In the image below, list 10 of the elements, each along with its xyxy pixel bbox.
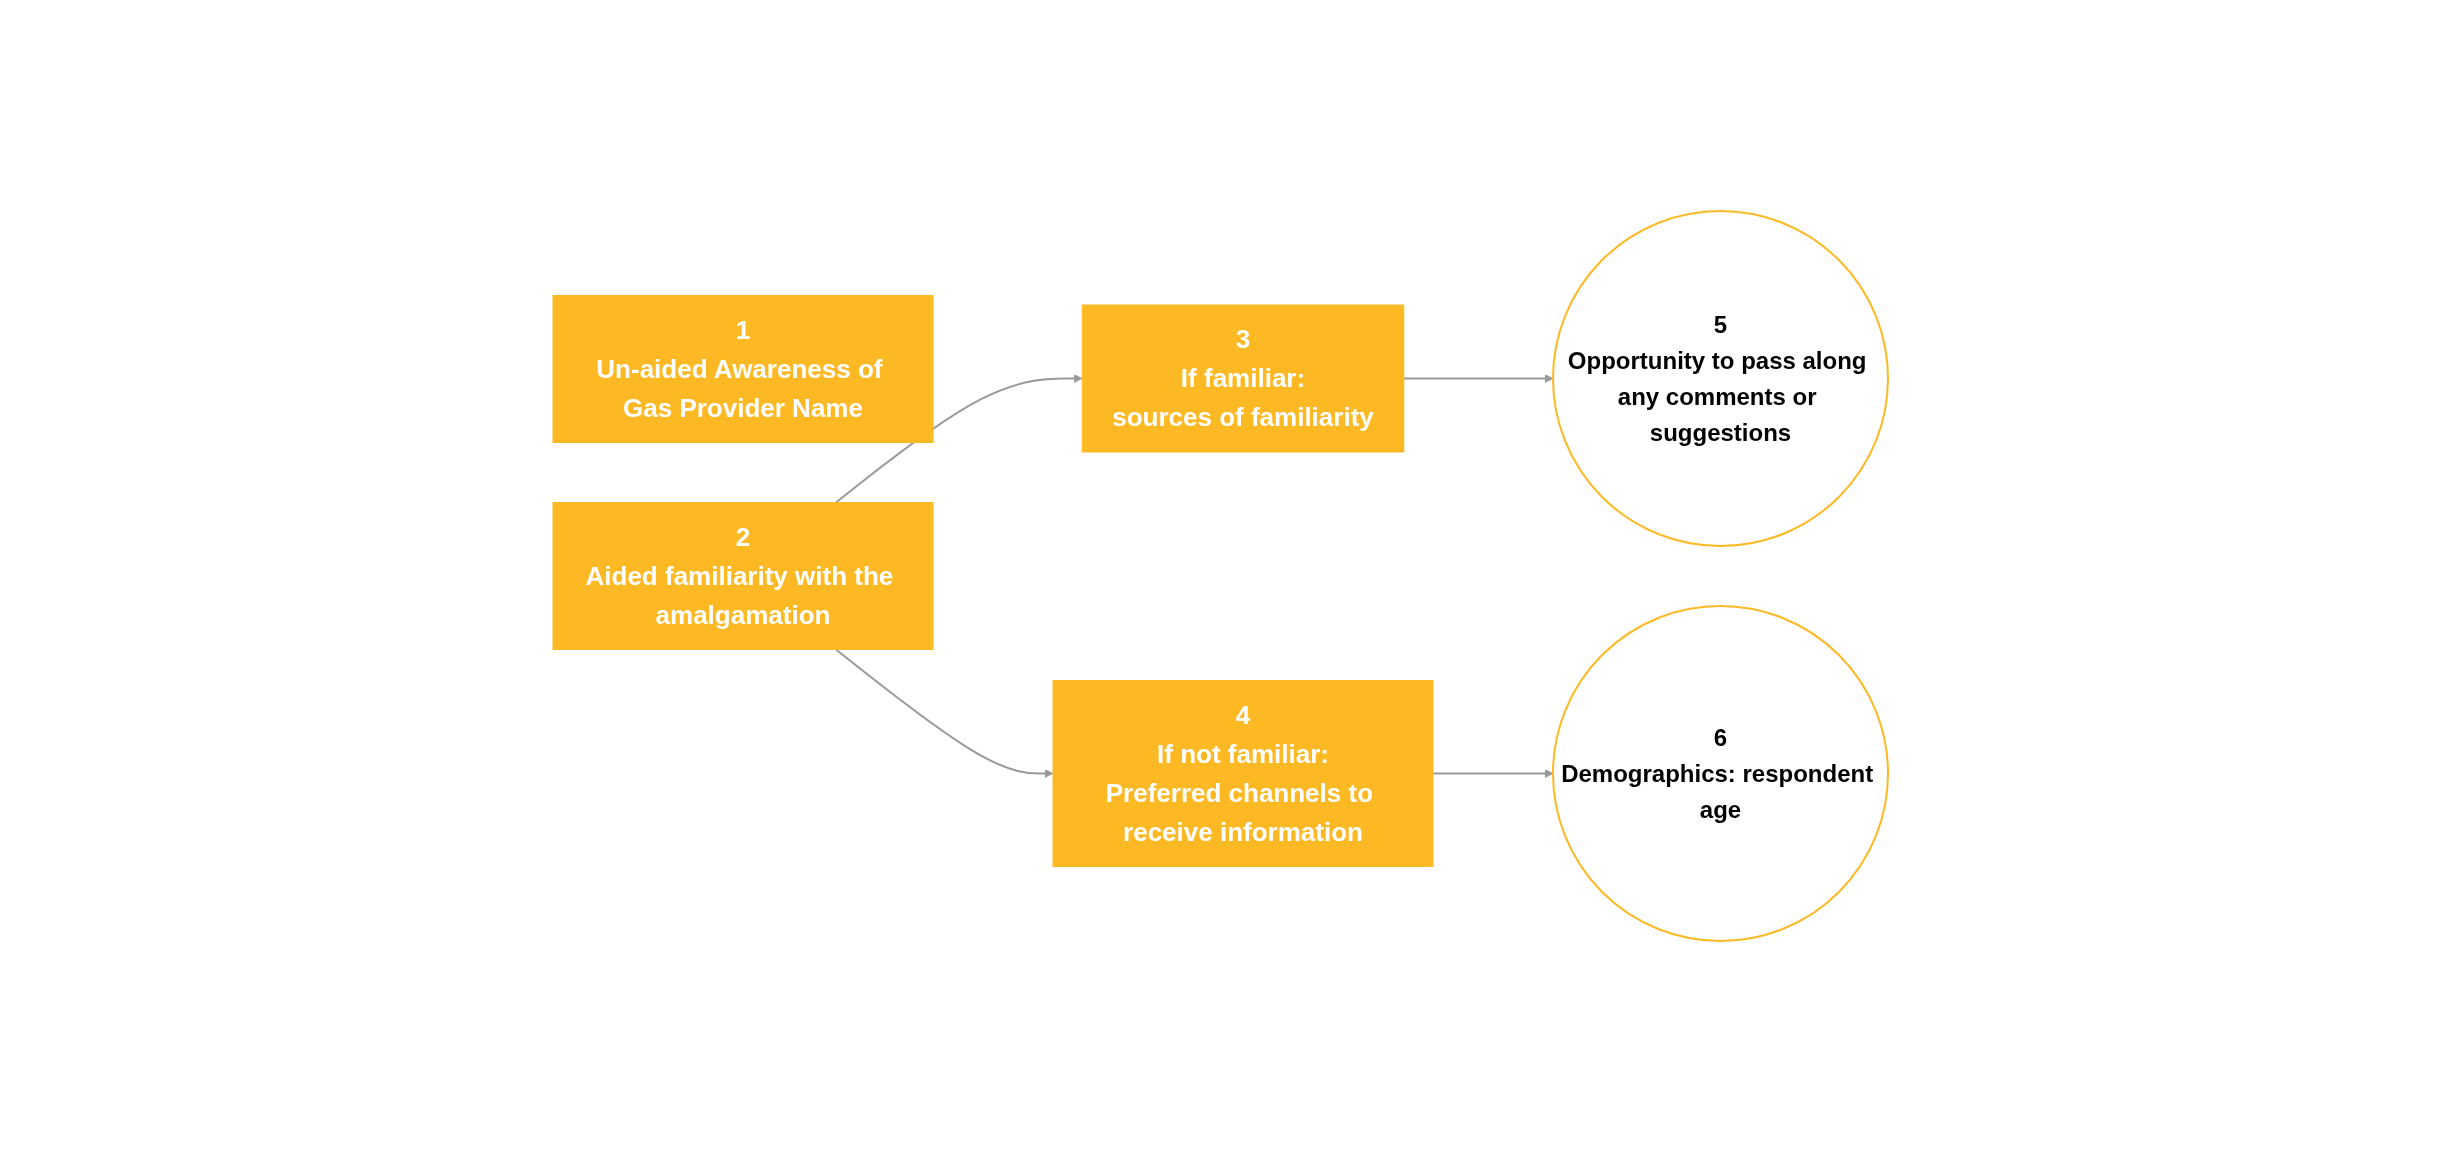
arrow [1431, 768, 1553, 778]
arrow [1402, 373, 1553, 383]
node-box: 3 If familiar: sources of familiarity [1081, 304, 1404, 452]
node-box: 2 Aided familiarity with the amalgamation [552, 501, 933, 650]
node-box: 4 If not familiar: Preferred channels to receive information [1052, 679, 1433, 867]
node-box: 1 Un-aided Awareness of Gas Provider Name [552, 294, 933, 443]
node-circle: 6 Demographics: respondent age [1551, 604, 1889, 942]
arrow [834, 648, 1053, 778]
arrow [834, 373, 1083, 503]
node-circle: 5 Opportunity to pass along any comments or suggestions [1551, 209, 1889, 547]
